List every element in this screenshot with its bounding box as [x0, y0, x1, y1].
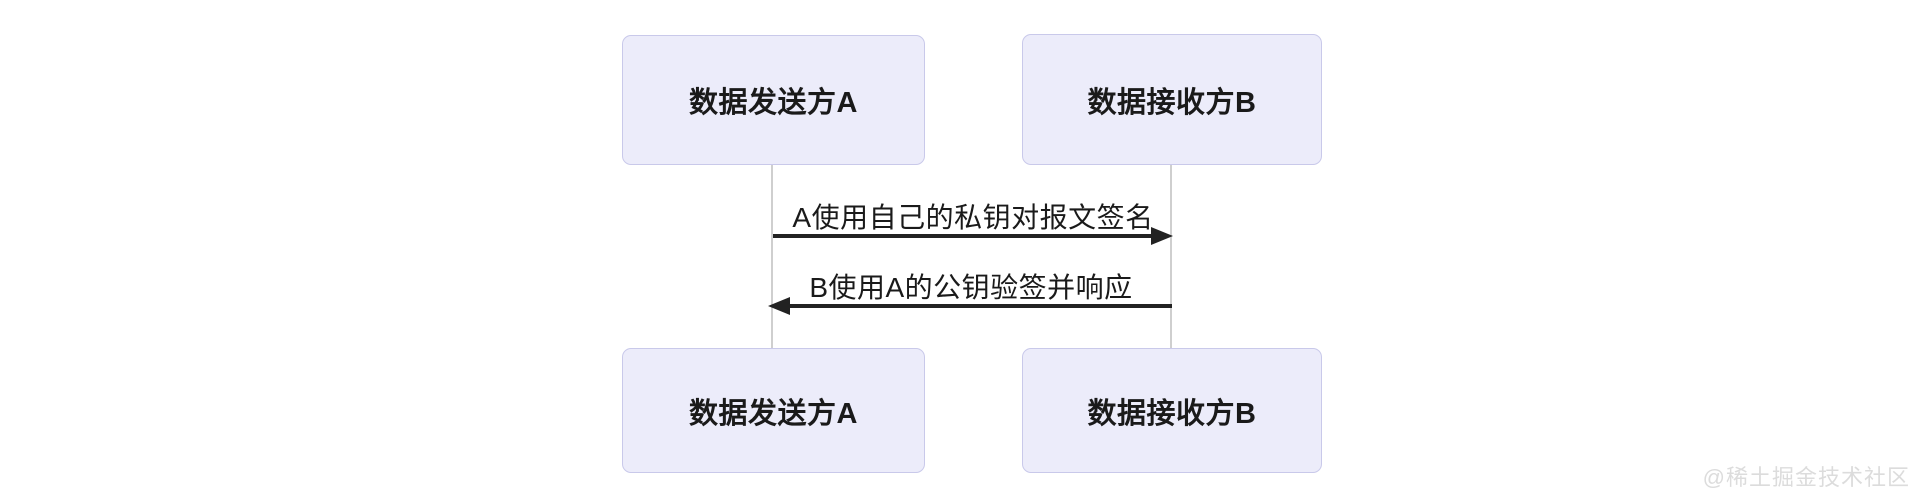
actor-label-sender-a-top: 数据发送方A — [689, 87, 858, 119]
actor-label-receiver-b-bottom: 数据接收方B — [1087, 397, 1257, 430]
message-arrow-sign — [773, 234, 1155, 238]
arrowhead-left-icon — [768, 297, 790, 315]
actor-label-sender-a-bottom: 数据发送方A — [689, 397, 858, 430]
message-arrow-verify — [789, 304, 1172, 308]
actor-box-sender-a-bottom: 数据发送方A — [622, 348, 925, 473]
message-label-sign: A使用自己的私钥对报文签名 — [792, 202, 1154, 233]
lifeline-sender-a — [771, 165, 773, 348]
actor-box-receiver-b-bottom: 数据接收方B — [1022, 348, 1322, 473]
actor-box-sender-a-top: 数据发送方A — [622, 35, 925, 165]
lifeline-receiver-b — [1170, 165, 1172, 348]
actor-label-receiver-b-top: 数据接收方B — [1087, 86, 1257, 119]
arrowhead-right-icon — [1151, 227, 1173, 245]
actor-box-receiver-b-top: 数据接收方B — [1022, 34, 1322, 165]
message-label-verify: B使用A的公钥验签并响应 — [809, 272, 1133, 303]
watermark-text: @稀土掘金技术社区 — [1702, 465, 1910, 490]
